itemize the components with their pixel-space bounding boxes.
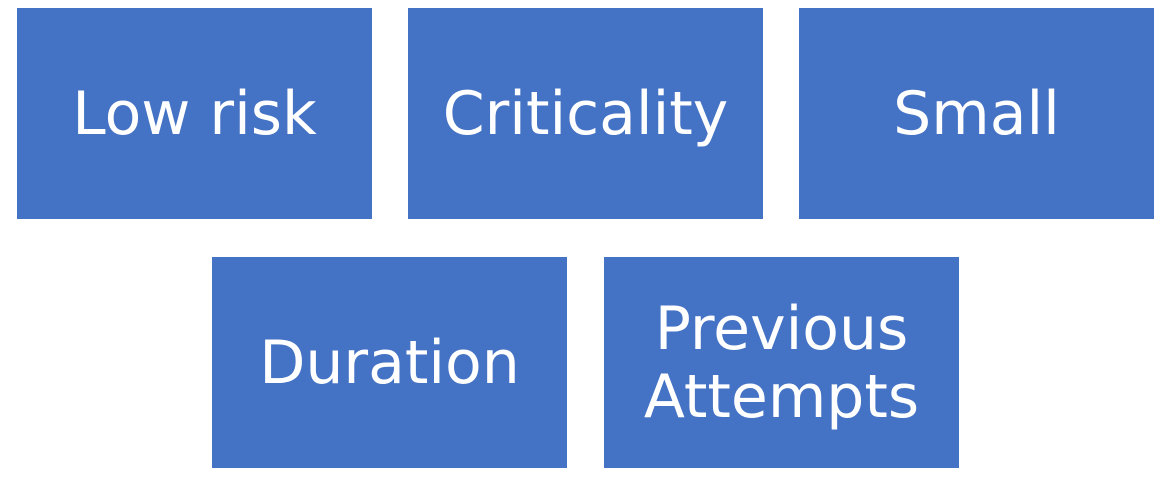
box-label: Duration <box>259 327 520 398</box>
box-label: Low risk <box>72 78 317 149</box>
box-label: Small <box>893 78 1060 149</box>
box-label: Criticality <box>442 78 729 149</box>
box-criticality: Criticality <box>408 8 763 219</box>
box-low-risk: Low risk <box>17 8 372 219</box>
box-small: Small <box>799 8 1154 219</box>
box-duration: Duration <box>212 257 567 468</box>
box-label: Previous Attempts <box>643 293 920 432</box>
box-previous-attempts: Previous Attempts <box>604 257 959 468</box>
